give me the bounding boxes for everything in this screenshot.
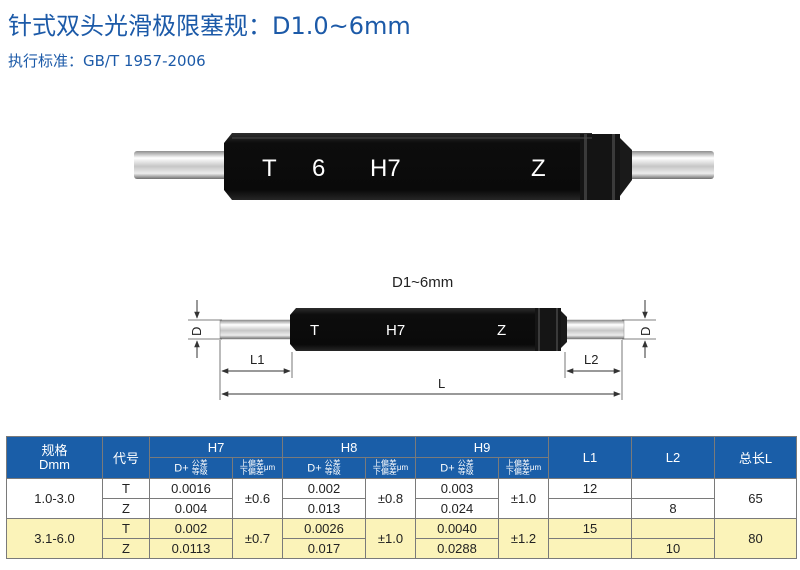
dim-l2: L2 — [584, 352, 598, 367]
cell-l2: 8 — [631, 498, 715, 519]
cell-h8-dev: ±1.0 — [365, 518, 416, 559]
header-l1: L1 — [548, 436, 632, 479]
header-h8: H8 — [282, 436, 416, 458]
table-row: 1.0-3.0 T 0.0016 ±0.6 0.002 ±0.8 0.003 ±… — [6, 478, 797, 519]
header-spec: 规格 Dmm — [6, 436, 103, 479]
cell-h8: 0.002 — [282, 478, 366, 499]
photo-label-size: 6 — [312, 155, 325, 182]
dim-d-left: D — [189, 327, 204, 336]
cell-h9: 0.0288 — [415, 538, 499, 559]
photo-label-z: Z — [531, 155, 546, 182]
subheader-dplus-h7: D+ 公差等级 — [149, 457, 233, 479]
diagram-label-z: Z — [497, 322, 506, 339]
table-subheader-row: D+ 公差等级 上偏差下偏差μm D+ 公差等级 上偏差下偏差μm D+ 公差等… — [7, 457, 797, 479]
header-total: 总长L — [714, 436, 797, 479]
cell-spec: 3.1-6.0 — [6, 518, 103, 559]
cell-h9-dev: ±1.2 — [498, 518, 549, 559]
cell-h9: 0.0040 — [415, 518, 499, 539]
cell-code: T — [102, 518, 150, 539]
cell-code: Z — [102, 498, 150, 519]
gauge-photo: T 6 H7 Z — [134, 133, 714, 200]
spec-table: 规格 Dmm 代号 H7 H8 H9 L1 L2 总长L D+ 公差等级 上偏差… — [6, 436, 797, 559]
gauge-illustration: T 6 H7 Z D1~6mm T H7 Z D D — [134, 133, 714, 400]
cell-l2-empty — [631, 518, 715, 539]
header-h9: H9 — [415, 436, 549, 458]
subheader-dev-h8: 上偏差下偏差μm — [365, 457, 416, 479]
cell-h9: 0.003 — [415, 478, 499, 499]
dim-l: L — [438, 376, 445, 391]
cell-h7-dev: ±0.6 — [232, 478, 283, 519]
photo-label-h7: H7 — [370, 155, 401, 182]
cell-h8: 0.017 — [282, 538, 366, 559]
cell-h7: 0.0113 — [149, 538, 233, 559]
cell-code: Z — [102, 538, 150, 559]
gauge-handle — [224, 133, 592, 200]
table-row: Z 0.0113 0.017 0.0288 10 — [7, 538, 797, 559]
header-code: 代号 — [102, 436, 150, 479]
cell-code: T — [102, 478, 150, 499]
photo-label-t: T — [262, 155, 277, 182]
dim-l1: L1 — [250, 352, 264, 367]
page-title: 针式双头光滑极限塞规：D1.0~6mm — [8, 12, 411, 40]
cell-h8: 0.013 — [282, 498, 366, 519]
dimension-diagram: D1~6mm T H7 Z D D L1 L2 — [188, 274, 656, 400]
cell-h9-dev: ±1.0 — [498, 478, 549, 519]
table-row: 3.1-6.0 T 0.002 ±0.7 0.0026 ±1.0 0.0040 … — [6, 518, 797, 559]
cell-spec: 1.0-3.0 — [6, 478, 103, 519]
cell-total: 80 — [714, 518, 797, 559]
cell-h9: 0.024 — [415, 498, 499, 519]
diagram-title: D1~6mm — [392, 274, 453, 291]
cell-h7: 0.0016 — [149, 478, 233, 499]
table-header-row: 规格 Dmm 代号 H7 H8 H9 L1 L2 总长L — [6, 436, 797, 479]
cell-l1-empty — [548, 538, 632, 559]
cell-l2: 10 — [631, 538, 715, 559]
cell-l1-empty — [548, 498, 632, 519]
cell-h7-dev: ±0.7 — [232, 518, 283, 559]
header-h7: H7 — [149, 436, 283, 458]
pin-right — [624, 151, 714, 179]
cell-l1: 12 — [548, 478, 632, 499]
subheader-dev-h7: 上偏差下偏差μm — [232, 457, 283, 479]
dim-d-right: D — [638, 327, 653, 336]
cell-h7: 0.004 — [149, 498, 233, 519]
cell-h8: 0.0026 — [282, 518, 366, 539]
cell-total: 65 — [714, 478, 797, 519]
cell-h8-dev: ±0.8 — [365, 478, 416, 519]
pin-left — [134, 151, 236, 179]
subheader-dplus-h8: D+ 公差等级 — [282, 457, 366, 479]
standard-label: 执行标准：GB/T 1957-2006 — [8, 52, 206, 70]
diagram-label-t: T — [310, 322, 319, 339]
diagram-label-h7: H7 — [386, 322, 405, 339]
table-row: Z 0.004 0.013 0.024 8 — [7, 498, 797, 519]
subheader-dev-h9: 上偏差下偏差μm — [498, 457, 549, 479]
cell-l2-empty — [631, 478, 715, 499]
cell-l1: 15 — [548, 518, 632, 539]
header-l2: L2 — [631, 436, 715, 479]
cell-h7: 0.002 — [149, 518, 233, 539]
subheader-dplus-h9: D+ 公差等级 — [415, 457, 499, 479]
